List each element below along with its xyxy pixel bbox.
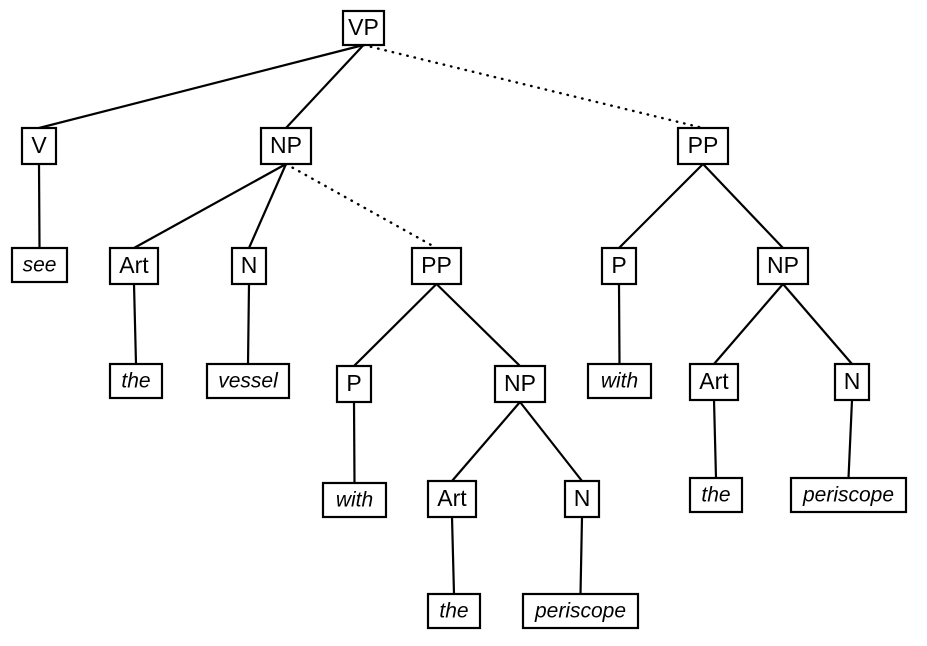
tree-edge-pp-right-p-right bbox=[618, 163, 704, 249]
tree-edge-p-right-with-right bbox=[617, 283, 621, 365]
node-label: the bbox=[121, 370, 150, 393]
node-label: periscope bbox=[802, 484, 894, 507]
leaf-node-see[interactable]: see bbox=[10, 246, 69, 284]
node-box bbox=[833, 362, 871, 402]
tree-edge-pp-right-np-right bbox=[702, 163, 784, 249]
tree-node-np-mid[interactable]: NP bbox=[493, 364, 547, 404]
node-label: Art bbox=[699, 368, 729, 394]
node-box bbox=[426, 592, 482, 630]
leaf-node-periscope-r[interactable]: periscope bbox=[789, 476, 908, 514]
tree-node-p-mid[interactable]: P bbox=[335, 364, 373, 404]
node-label: NP bbox=[270, 132, 302, 158]
node-label: P bbox=[346, 370, 361, 396]
node-box bbox=[205, 362, 291, 400]
tree-edge-v-see bbox=[37, 163, 41, 249]
tree-edge-np1-art1 bbox=[133, 163, 287, 249]
node-box bbox=[521, 592, 640, 630]
tree-node-p-right[interactable]: P bbox=[600, 246, 638, 286]
leaf-node-the-mid[interactable]: the bbox=[426, 592, 482, 630]
node-box bbox=[688, 476, 744, 514]
tree-node-n-right[interactable]: N bbox=[833, 362, 871, 402]
leaf-node-the-right[interactable]: the bbox=[688, 476, 744, 514]
node-box bbox=[688, 362, 740, 402]
node-label: N bbox=[574, 485, 591, 511]
tree-node-n-mid[interactable]: N bbox=[563, 479, 601, 519]
node-box bbox=[586, 362, 653, 400]
node-box bbox=[600, 246, 638, 286]
node-label: see bbox=[23, 254, 57, 277]
tree-node-pp-right[interactable]: PP bbox=[676, 126, 730, 166]
node-label: the bbox=[439, 600, 468, 623]
leaf-node-with-mid[interactable]: with bbox=[321, 481, 388, 519]
tree-node-pp-mid[interactable]: PP bbox=[410, 246, 463, 286]
node-box bbox=[676, 126, 730, 166]
tree-edge-np1-n1 bbox=[247, 163, 288, 249]
node-label: N bbox=[241, 252, 258, 278]
tree-edge-np-mid-n-mid bbox=[519, 401, 583, 482]
tree-node-np1[interactable]: NP bbox=[259, 126, 313, 166]
tree-edge-vp-v bbox=[38, 43, 364, 130]
node-label: periscope bbox=[534, 600, 626, 623]
leaf-node-the1[interactable]: the bbox=[108, 362, 164, 400]
edge-layer bbox=[37, 43, 854, 595]
tree-edge-art-right-the-right bbox=[712, 399, 718, 479]
node-box bbox=[259, 126, 313, 166]
node-label: with bbox=[601, 370, 638, 393]
node-label: with bbox=[336, 489, 373, 512]
tree-edge-pp-mid-p-mid bbox=[353, 283, 438, 367]
node-box bbox=[563, 479, 601, 519]
node-box bbox=[321, 481, 388, 519]
tree-edge-vp-pp-right bbox=[362, 43, 705, 130]
tree-edge-n1-vessel bbox=[246, 283, 251, 365]
tree-edge-pp-mid-np-mid bbox=[435, 283, 521, 367]
tree-node-art-right[interactable]: Art bbox=[688, 362, 740, 402]
node-box bbox=[756, 246, 810, 286]
leaf-node-vessel[interactable]: vessel bbox=[205, 362, 291, 400]
node-label: vessel bbox=[218, 370, 279, 393]
tree-edge-np-right-art-right bbox=[713, 283, 784, 365]
tree-node-vp[interactable]: VP bbox=[341, 9, 386, 47]
node-box bbox=[20, 126, 58, 166]
node-box bbox=[108, 246, 160, 286]
tree-edge-p-mid-with-mid bbox=[352, 401, 356, 484]
tree-edge-n-right-periscope-r bbox=[847, 399, 854, 479]
node-label: PP bbox=[688, 132, 719, 158]
node-box bbox=[108, 362, 164, 400]
node-label: NP bbox=[504, 370, 536, 396]
node-box bbox=[410, 246, 463, 286]
node-label: the bbox=[701, 484, 730, 507]
node-box bbox=[335, 364, 373, 404]
node-label: N bbox=[844, 368, 861, 394]
tree-edge-vp-np1 bbox=[285, 44, 365, 129]
tree-edge-np-right-n-right bbox=[782, 283, 853, 365]
tree-node-v[interactable]: V bbox=[20, 126, 58, 166]
node-label: P bbox=[611, 252, 626, 278]
tree-edge-art-mid-the-mid bbox=[450, 516, 456, 595]
tree-node-np-right[interactable]: NP bbox=[756, 246, 810, 286]
node-label: Art bbox=[437, 485, 467, 511]
tree-edge-np-mid-art-mid bbox=[451, 401, 521, 482]
tree-edge-np1-pp-mid bbox=[284, 162, 438, 250]
node-label: Art bbox=[119, 252, 149, 278]
tree-node-art1[interactable]: Art bbox=[108, 246, 160, 286]
node-label: PP bbox=[421, 252, 452, 278]
node-box bbox=[341, 9, 386, 47]
node-label: NP bbox=[767, 252, 799, 278]
node-box bbox=[493, 364, 547, 404]
leaf-node-with-right[interactable]: with bbox=[586, 362, 653, 400]
tree-edge-art1-the1 bbox=[132, 283, 138, 365]
node-label: V bbox=[31, 132, 47, 158]
node-box bbox=[230, 246, 268, 286]
tree-node-n1[interactable]: N bbox=[230, 246, 268, 286]
node-box bbox=[10, 246, 69, 284]
node-box bbox=[789, 476, 908, 514]
tree-node-art-mid[interactable]: Art bbox=[426, 479, 478, 519]
node-label: VP bbox=[348, 14, 379, 40]
leaf-node-periscope-m[interactable]: periscope bbox=[521, 592, 640, 630]
node-box bbox=[426, 479, 478, 519]
tree-edge-n-mid-periscope-m bbox=[579, 516, 584, 595]
